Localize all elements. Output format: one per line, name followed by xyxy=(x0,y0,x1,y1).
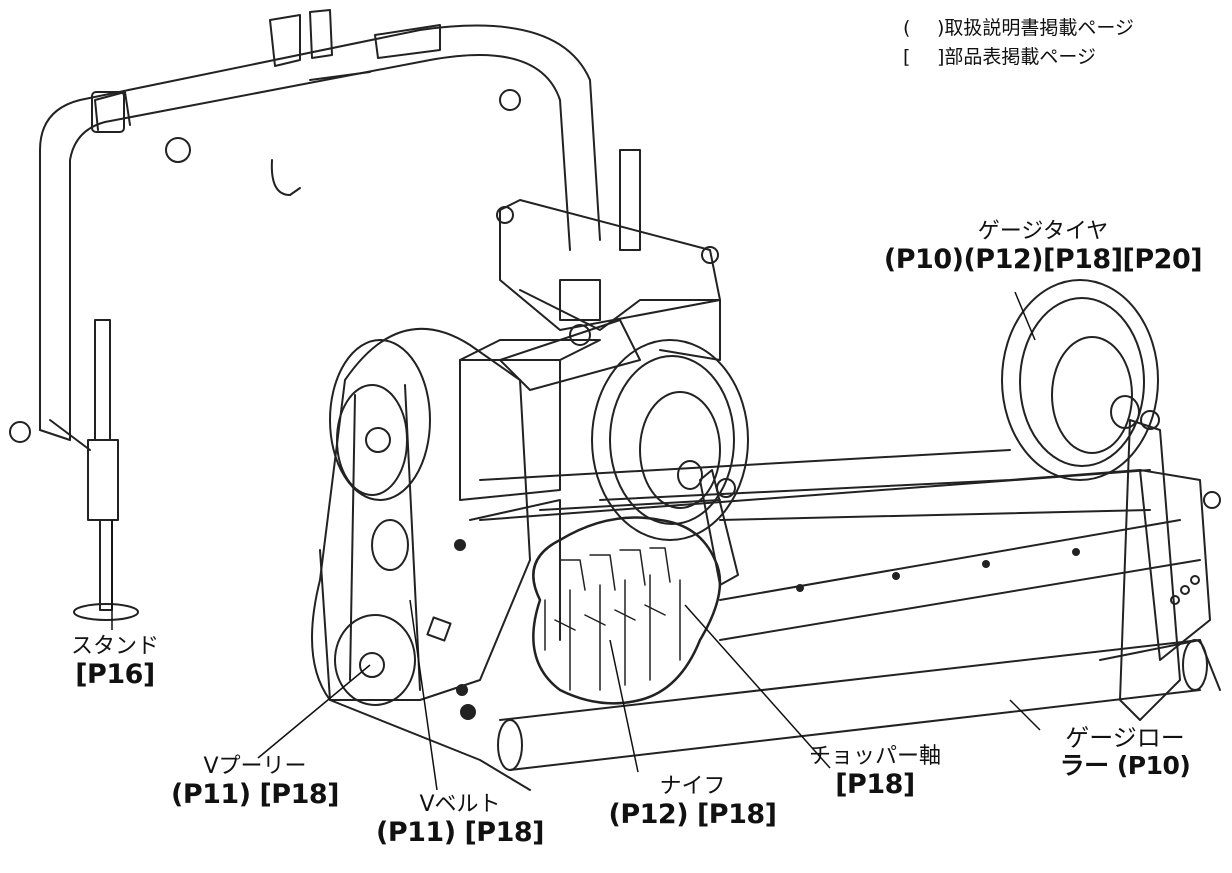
label-knife: ナイフ (P12) [P18] xyxy=(600,774,785,830)
label-gauge-tire: ゲージタイヤ (P10)(P12)[P18][P20] xyxy=(868,219,1218,275)
legend-parts-page: ]部品表掲載ページ xyxy=(937,46,1097,68)
leader-chopper-shaft xyxy=(684,604,831,769)
top-frame xyxy=(39,9,641,441)
knife-rotor xyxy=(532,516,722,705)
legend-paren-open: ( xyxy=(903,17,911,39)
gauge-roller-part xyxy=(497,639,1221,771)
stand-part xyxy=(9,319,139,621)
label-chopper-shaft-name: チョッパー軸 xyxy=(808,744,941,769)
label-gauge-roller: ゲージロー ラー (P10) xyxy=(1030,725,1220,780)
right-side-plate xyxy=(1139,469,1221,661)
leader-v-belt xyxy=(409,599,438,791)
near-gauge-tire xyxy=(591,339,749,586)
label-v-pulley-refs: (P11) [P18] xyxy=(171,778,339,810)
main-beam xyxy=(479,449,1201,641)
belt-housing xyxy=(311,327,601,791)
label-v-belt-refs: (P11) [P18] xyxy=(376,816,544,848)
label-gauge-tire-refs: (P10)(P12)[P18][P20] xyxy=(883,243,1203,275)
label-gauge-roller-name-1: ゲージロー xyxy=(1065,724,1185,752)
leader-gauge-roller xyxy=(1009,699,1041,731)
legend-manual-page: )取扱説明書掲載ページ xyxy=(937,17,1135,39)
legend: ( )取扱説明書掲載ページ [ ]部品表掲載ページ xyxy=(903,14,1134,72)
far-gauge-tire xyxy=(1001,279,1181,721)
label-chopper-shaft-refs: [P18] xyxy=(835,768,915,800)
bolts xyxy=(454,539,476,720)
leader-v-pulley xyxy=(257,664,371,759)
label-chopper-shaft: チョッパー軸 [P18] xyxy=(800,744,950,800)
label-gauge-tire-name: ゲージタイヤ xyxy=(977,219,1109,244)
label-v-belt-name: Vベルト xyxy=(419,792,501,817)
leader-gauge-tire xyxy=(1014,291,1036,341)
label-v-pulley: Vプーリー (P11) [P18] xyxy=(155,754,355,810)
label-knife-refs: (P12) [P18] xyxy=(608,798,777,830)
legend-bracket-open: [ xyxy=(903,46,911,68)
label-v-pulley-name: Vプーリー xyxy=(203,754,307,779)
leader-knife xyxy=(609,639,639,773)
label-v-belt: Vベルト (P11) [P18] xyxy=(370,792,550,848)
label-knife-name: ナイフ xyxy=(659,774,726,799)
leader-lines xyxy=(111,291,1041,791)
label-stand-name: スタンド xyxy=(70,634,159,659)
hitch-linkage xyxy=(496,199,721,391)
label-gauge-roller-name-2: ラー (P10) xyxy=(1059,750,1191,780)
label-stand-refs: [P16] xyxy=(75,658,155,690)
label-stand: スタンド [P16] xyxy=(50,634,180,690)
